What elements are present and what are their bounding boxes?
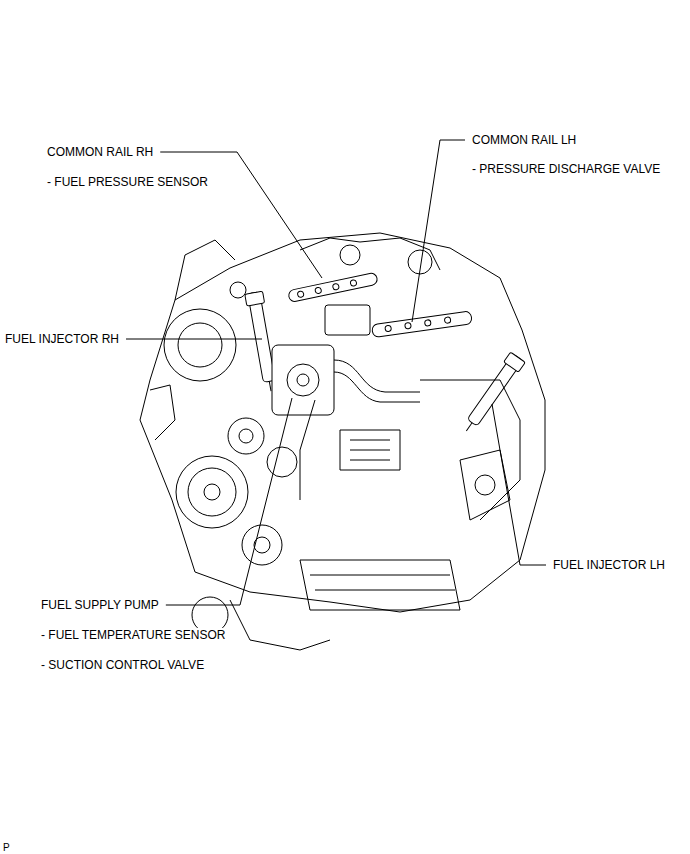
part-label: FUEL INJECTOR LH (552, 558, 666, 572)
part-label: - FUEL TEMPERATURE SENSOR (40, 628, 226, 642)
part-label: FUEL SUPPLY PUMP (40, 598, 160, 612)
leader-line (166, 398, 292, 605)
leader-line (492, 404, 546, 565)
part-label: - SUCTION CONTROL VALVE (40, 658, 205, 672)
leader-line (412, 140, 465, 322)
part-label: - FUEL PRESSURE SENSOR (46, 175, 209, 189)
part-label: COMMON RAIL LH (471, 133, 577, 147)
part-label: COMMON RAIL RH (46, 145, 154, 159)
part-label: FUEL INJECTOR RH (4, 332, 120, 346)
part-label: - PRESSURE DISCHARGE VALVE (471, 162, 661, 176)
page-mark: P (2, 841, 11, 854)
leader-line (160, 152, 322, 278)
leader-line (126, 339, 262, 340)
